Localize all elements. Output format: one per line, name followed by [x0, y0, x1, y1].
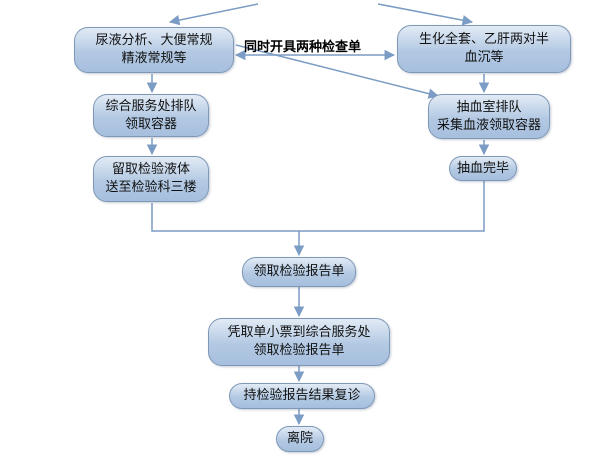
- arrow-urine-to-blood-queue: [235, 44, 440, 99]
- merge-line-right: [299, 181, 485, 232]
- node-service-queue: 综合服务处排队 领取容器: [93, 94, 209, 137]
- node-biochem-panel: 生化全套、乙肝两对半 血沉等: [397, 25, 571, 73]
- arrow-top-to-biochem: [377, 3, 474, 26]
- merge-line-left: [151, 203, 299, 232]
- node-urine-analysis: 尿液分析、大便常规 精液常规等: [74, 27, 234, 73]
- node-get-report: 领取检验报告单: [242, 257, 356, 287]
- node-leave: 离院: [276, 426, 324, 452]
- arrow-top-to-urine: [168, 3, 259, 26]
- node-blood-draw-queue: 抽血室排队 采集血液领取容器: [428, 94, 550, 139]
- node-ticket-to-service: 凭取单小票到综合服务处 领取检验报告单: [208, 318, 390, 366]
- node-revisit: 持检验报告结果复诊: [229, 383, 375, 409]
- node-deliver-sample: 留取检验液体 送至检验科三楼: [93, 156, 209, 202]
- parallel-checklist-label: 同时开具两种检查单: [244, 40, 362, 55]
- node-blood-done: 抽血完毕: [449, 156, 517, 181]
